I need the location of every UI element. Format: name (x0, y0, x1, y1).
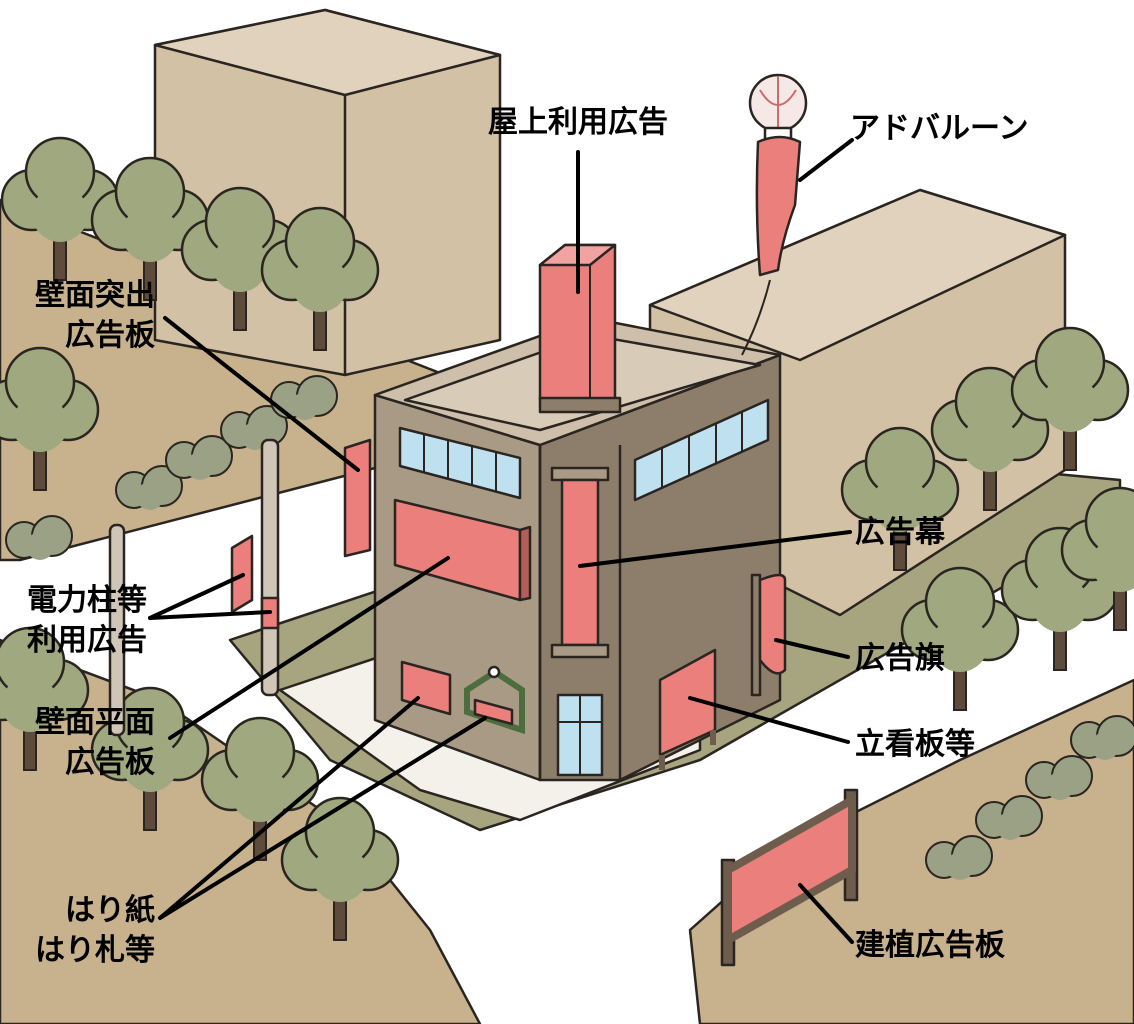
label-projecting-sign-line1: 壁面突出 (35, 278, 155, 313)
label-wall-flat-sign-line1: 壁面平面 (35, 705, 155, 740)
label-pole-ad-line2: 利用広告 (27, 623, 147, 658)
projecting-wall-sign (343, 438, 372, 558)
label-billboard: 建植広告板 (855, 928, 1005, 963)
rooftop-ad-sign (538, 243, 622, 414)
leader-lines (148, 138, 854, 944)
label-posters-line1: はり紙 (65, 893, 155, 928)
label-pole-ad-line1: 電力柱等 (27, 583, 147, 618)
ad-flag (750, 573, 787, 697)
standing-signboard (658, 648, 717, 770)
label-projecting-sign-line2: 広告板 (65, 318, 155, 353)
entrance-door (556, 693, 604, 777)
label-ad-flag: 広告旗 (855, 641, 945, 676)
vertical-banner (550, 466, 610, 659)
label-posters-line2: はり札等 (35, 933, 155, 968)
labels: 屋上利用広告 アドバルーン 壁面突出 広告板 電力柱等 利用広告 壁面平面 広告… (27, 105, 1029, 968)
label-standing-sign: 立看板等 (855, 727, 975, 762)
wall-flat-sign (393, 498, 532, 602)
posters (400, 660, 525, 735)
label-ad-balloon: アドバルーン (850, 111, 1029, 146)
label-ad-curtain: 広告幕 (855, 515, 946, 550)
ad-balloon (741, 73, 808, 356)
windows (398, 398, 770, 502)
label-wall-flat-sign-line2: 広告板 (65, 745, 155, 780)
billboard (720, 788, 859, 967)
label-rooftop-ad: 屋上利用広告 (488, 105, 668, 140)
back-building-left (153, 8, 502, 377)
utility-poles (108, 438, 280, 737)
